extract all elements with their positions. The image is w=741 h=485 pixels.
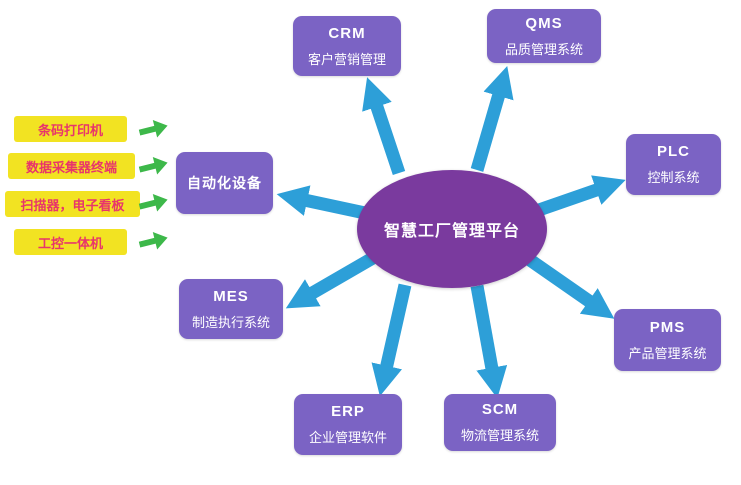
center-platform-label: 智慧工厂管理平台 (383, 223, 520, 240)
node-title: SCM (481, 401, 519, 418)
node-pms: PMS 产品管理系统 (614, 309, 721, 371)
arrow-to-pms (526, 254, 615, 319)
node-scm: SCM 物流管理系统 (444, 394, 556, 451)
node-subtitle: 企业管理软件 (308, 430, 387, 445)
node-plc: PLC 控制系统 (626, 134, 721, 195)
arrow-to-scm (470, 284, 508, 399)
green-arrow-icon (138, 157, 168, 175)
node-title: ERP (331, 403, 365, 420)
arrow-to-mes (285, 249, 382, 309)
node-title: PLC (657, 143, 690, 160)
arrow-to-plc (533, 175, 626, 218)
node-mes: MES 制造执行系统 (179, 279, 283, 339)
node-qms: QMS 品质管理系统 (487, 9, 601, 63)
device-box-scanner-kanban: 扫描器，电子看板 (5, 191, 140, 217)
arrow-to-crm (362, 77, 406, 176)
arrow-to-automation (276, 185, 367, 220)
center-platform: 智慧工厂管理平台 (357, 170, 547, 288)
node-title: 自动化设备 (187, 175, 262, 191)
radial-arrows (276, 66, 626, 399)
node-title: CRM (328, 24, 366, 42)
node-title: MES (213, 287, 249, 305)
arrow-to-erp (371, 283, 412, 397)
node-subtitle: 制造执行系统 (191, 314, 270, 330)
device-box-data-collector: 数据采集器终端 (8, 153, 135, 179)
node-title: QMS (525, 14, 563, 32)
device-box-barcode-printer: 条码打印机 (14, 116, 127, 142)
device-label: 数据采集器终端 (25, 159, 117, 175)
device-box-industrial-pc: 工控一体机 (14, 229, 127, 255)
device-label: 工控一体机 (37, 235, 103, 251)
node-subtitle: 控制系统 (647, 170, 700, 185)
green-arrow-icon (138, 194, 168, 212)
green-arrow-icon (138, 232, 168, 250)
node-title: PMS (649, 318, 686, 336)
arrow-to-qms (470, 66, 514, 172)
node-subtitle: 产品管理系统 (628, 345, 707, 361)
device-label: 条码打印机 (37, 122, 103, 138)
node-automation: 自动化设备 (176, 152, 273, 214)
node-subtitle: 物流管理系统 (460, 428, 539, 443)
device-label: 扫描器，电子看板 (20, 197, 125, 213)
node-subtitle: 品质管理系统 (504, 41, 583, 57)
node-erp: ERP 企业管理软件 (294, 394, 402, 455)
node-crm: CRM 客户营销管理 (293, 16, 401, 76)
node-subtitle: 客户营销管理 (307, 51, 386, 67)
green-arrow-icon (138, 120, 168, 138)
